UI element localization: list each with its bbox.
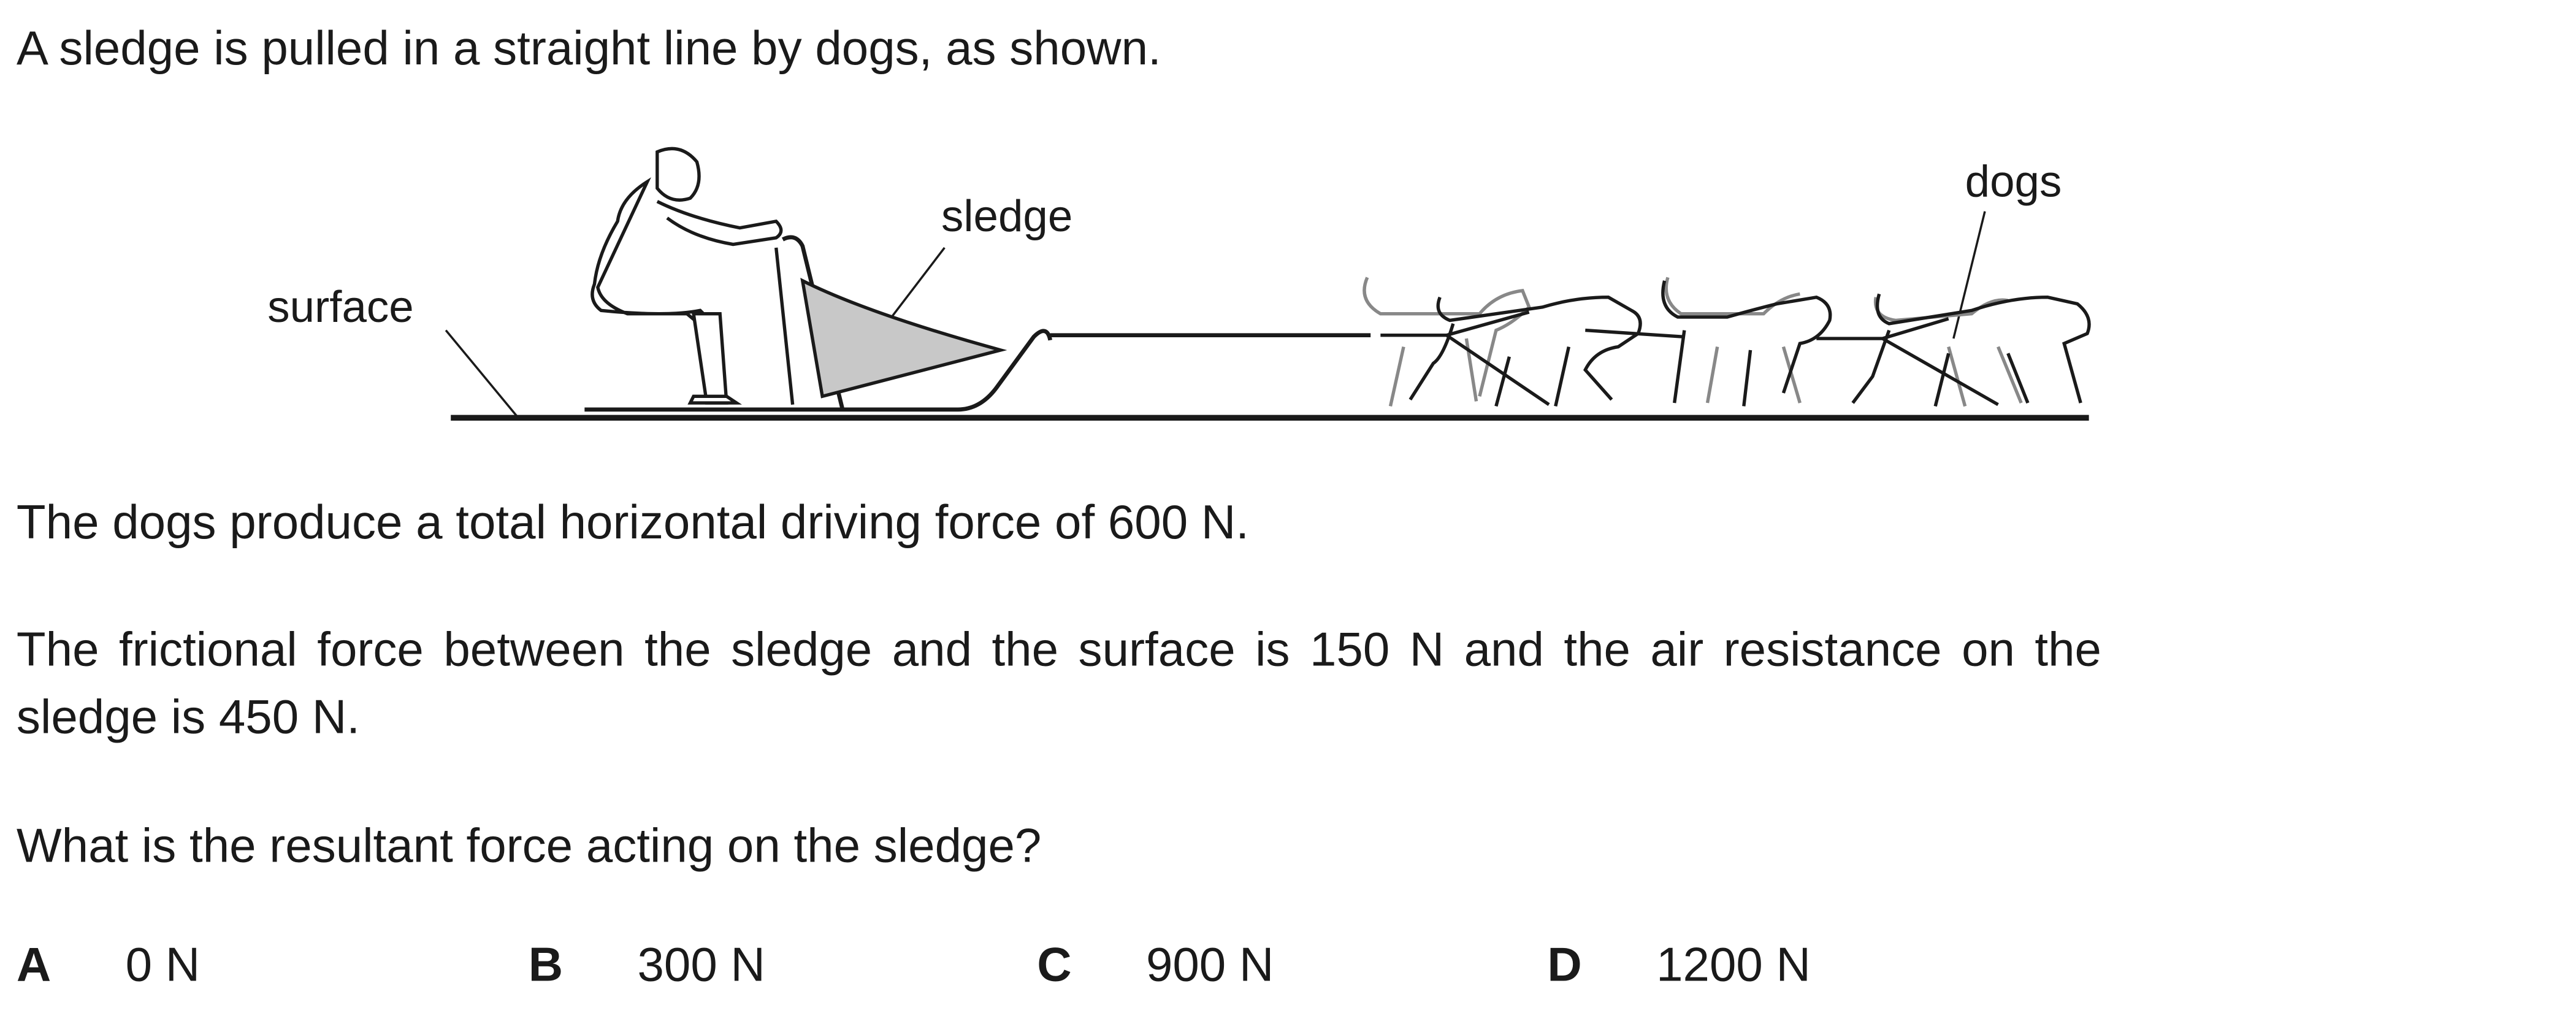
label-surface: surface bbox=[267, 282, 414, 332]
option-letter: B bbox=[528, 939, 564, 993]
option-text: 1200 N bbox=[1656, 939, 1811, 993]
friction-text-line2: sledge is 450 N. bbox=[16, 692, 360, 745]
musher-figure bbox=[590, 147, 783, 405]
sledge-drawing bbox=[584, 235, 1371, 412]
option-letter: D bbox=[1547, 939, 1582, 993]
driving-force-text: The dogs produce a total horizontal driv… bbox=[16, 497, 1249, 550]
option-text: 0 N bbox=[125, 939, 201, 993]
option-letter: A bbox=[16, 939, 52, 993]
option-letter: C bbox=[1037, 939, 1072, 993]
intro-text: A sledge is pulled in a straight line by… bbox=[16, 23, 1161, 76]
label-dogs: dogs bbox=[1965, 156, 2062, 207]
friction-text-line1: The frictional force between the sledge … bbox=[16, 624, 2102, 678]
question-prompt: What is the resultant force acting on th… bbox=[16, 820, 1042, 874]
option-text: 900 N bbox=[1145, 939, 1274, 993]
option-text: 300 N bbox=[637, 939, 765, 993]
dogs-drawing bbox=[1363, 277, 2091, 407]
label-sledge: sledge bbox=[941, 191, 1073, 242]
